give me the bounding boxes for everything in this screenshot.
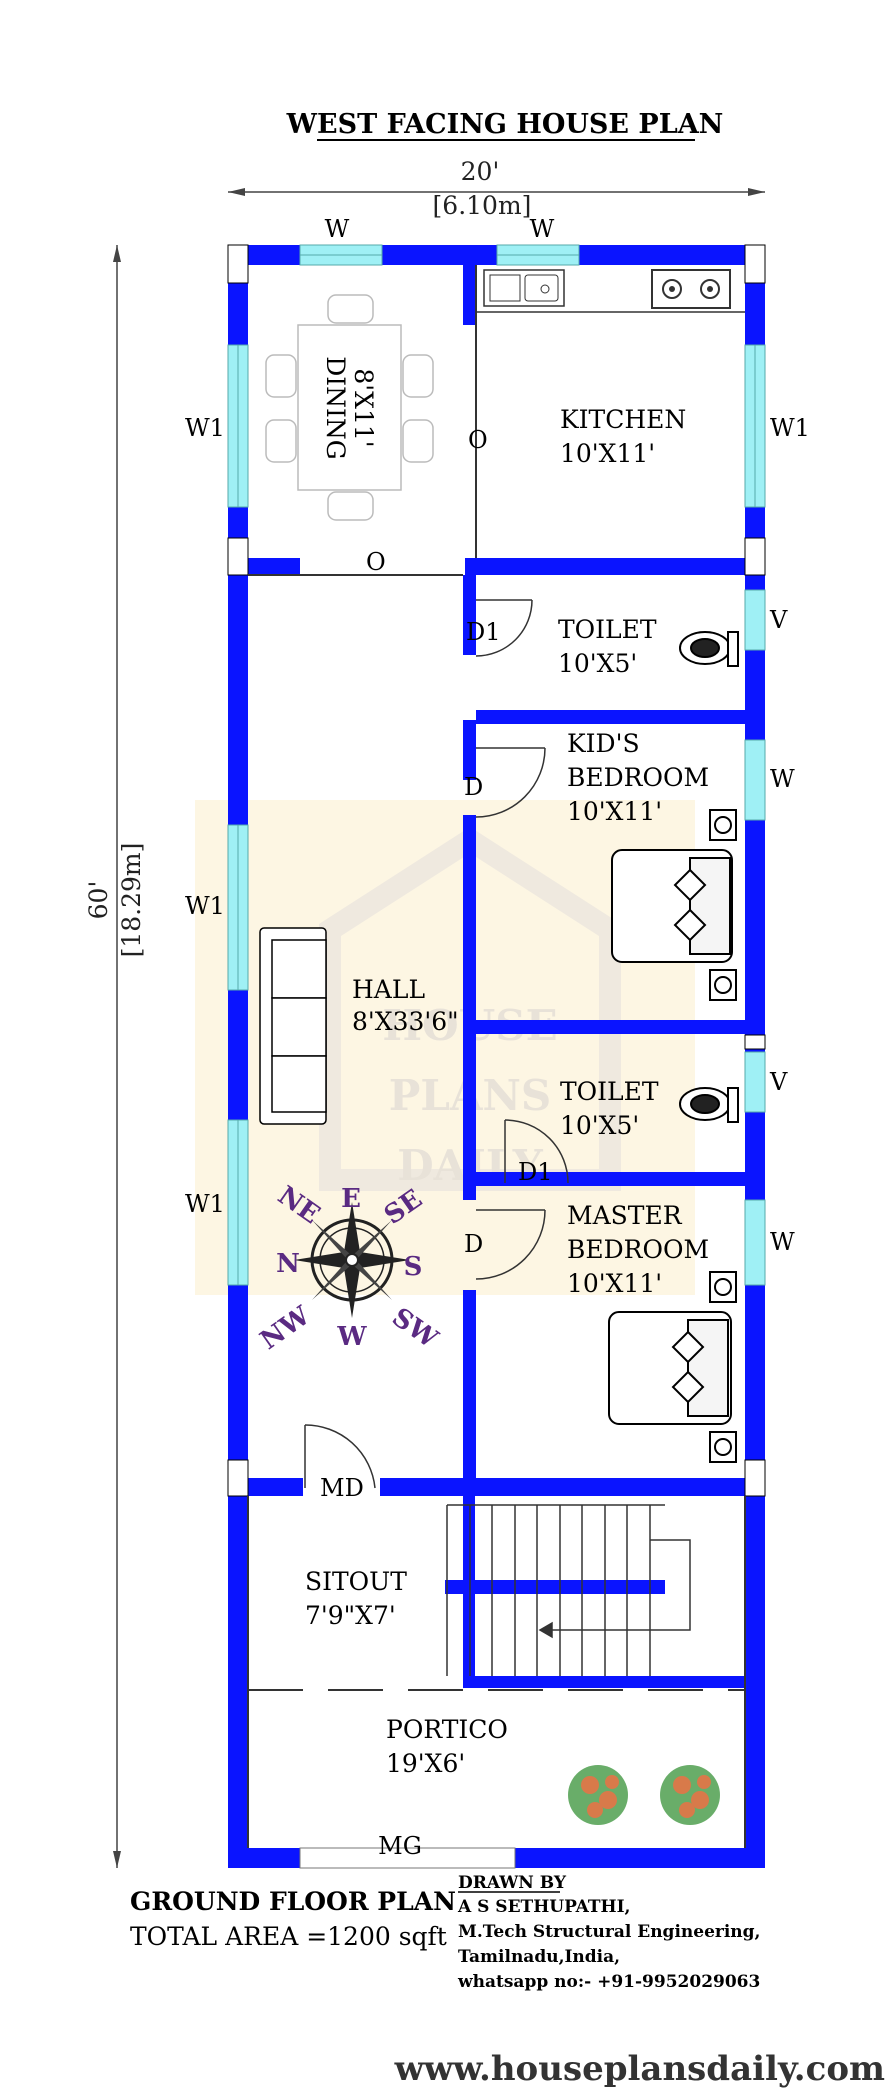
walls bbox=[228, 245, 765, 1868]
dining-size: 8'X11' bbox=[349, 368, 378, 447]
window1-label: W1 bbox=[770, 414, 810, 442]
door1-label: D1 bbox=[518, 1158, 553, 1186]
portico-size: 19'X6' bbox=[386, 1749, 465, 1778]
ventilator-label: V bbox=[769, 606, 788, 634]
toilet1-size: 10'X5' bbox=[558, 649, 637, 678]
master-bedroom-line1: MASTER bbox=[567, 1201, 683, 1230]
door1-label: D1 bbox=[466, 618, 501, 646]
stove-icon bbox=[651, 269, 731, 309]
drawn-by-label: DRAWN BY bbox=[458, 1873, 567, 1893]
compass-w-label: W bbox=[336, 1322, 367, 1352]
compass-n-label: N bbox=[276, 1249, 300, 1279]
kitchen-name: KITCHEN bbox=[560, 405, 686, 434]
total-area: TOTAL AREA =1200 sqft bbox=[130, 1922, 447, 1951]
width-meters: [6.10m] bbox=[433, 191, 532, 220]
doors bbox=[304, 599, 569, 1489]
master-bedroom-line2: BEDROOM bbox=[567, 1235, 709, 1264]
door-label: D bbox=[464, 1230, 483, 1258]
hall-name: HALL bbox=[352, 975, 425, 1004]
length-dimension: 60' [18.29m] bbox=[84, 245, 146, 1868]
plan-title: WEST FACING HOUSE PLAN bbox=[286, 109, 724, 140]
toilet2-size: 10'X5' bbox=[560, 1111, 639, 1140]
kids-bedroom-line1: KID'S bbox=[567, 729, 640, 758]
kitchen-size: 10'X11' bbox=[560, 439, 655, 468]
plant-icon bbox=[568, 1765, 628, 1825]
author-qualification: M.Tech Structural Engineering, bbox=[458, 1922, 760, 1942]
columns bbox=[227, 244, 766, 1497]
dining-name: DINING bbox=[321, 356, 350, 460]
compass-nw-label: NW bbox=[255, 1301, 316, 1356]
toilet1-name: TOILET bbox=[558, 615, 657, 644]
window-label: W bbox=[770, 1228, 795, 1256]
window1-label: W1 bbox=[185, 892, 225, 920]
kids-bedroom-size: 10'X11' bbox=[567, 797, 662, 826]
length-meters: [18.29m] bbox=[117, 843, 146, 958]
main-door-label: MD bbox=[320, 1474, 364, 1502]
hall-size: 8'X33'6" bbox=[352, 1007, 459, 1036]
compass-rose-icon bbox=[294, 1202, 410, 1318]
opening-label: O bbox=[468, 426, 488, 454]
author-name: A S SETHUPATHI, bbox=[457, 1897, 630, 1917]
window-label: W bbox=[530, 215, 555, 243]
toilet2-name: TOILET bbox=[560, 1077, 659, 1106]
portico-name: PORTICO bbox=[386, 1715, 508, 1744]
master-bedroom-size: 10'X11' bbox=[567, 1269, 662, 1298]
width-dimension: 20' [6.10m] bbox=[228, 157, 765, 220]
staircase bbox=[446, 1504, 691, 1676]
main-gate-label: MG bbox=[378, 1832, 422, 1860]
plan-name: GROUND FLOOR PLAN bbox=[130, 1887, 456, 1916]
sitout-name: SITOUT bbox=[305, 1567, 407, 1596]
opening-label: O bbox=[366, 548, 386, 576]
window-label: W bbox=[325, 215, 350, 243]
sink-icon bbox=[483, 269, 565, 307]
length-feet: 60' bbox=[84, 881, 113, 920]
bed-icon bbox=[611, 809, 737, 1001]
window-label: W bbox=[770, 765, 795, 793]
compass-sw-label: SW bbox=[386, 1302, 443, 1355]
compass-s-label: S bbox=[404, 1252, 423, 1282]
sitout-size: 7'9"X7' bbox=[305, 1601, 396, 1630]
ventilator-label: V bbox=[769, 1068, 788, 1096]
website-url: www.houseplansdaily.com bbox=[394, 2049, 885, 2089]
dining-table-icon bbox=[265, 294, 434, 521]
window1-label: W1 bbox=[185, 1190, 225, 1218]
door-label: D bbox=[464, 773, 483, 801]
window1-label: W1 bbox=[185, 414, 225, 442]
compass-e-label: E bbox=[341, 1184, 361, 1214]
bed-icon bbox=[608, 1271, 737, 1463]
toilet-icon bbox=[679, 631, 739, 667]
kids-bedroom-line2: BEDROOM bbox=[567, 763, 709, 792]
width-feet: 20' bbox=[461, 157, 500, 186]
sofa-icon bbox=[259, 927, 327, 1125]
toilet-icon bbox=[679, 1087, 739, 1123]
plant-icon bbox=[660, 1765, 720, 1825]
author-location: Tamilnadu,India, bbox=[458, 1947, 620, 1967]
author-contact: whatsapp no:- +91-9952029063 bbox=[457, 1972, 760, 1992]
